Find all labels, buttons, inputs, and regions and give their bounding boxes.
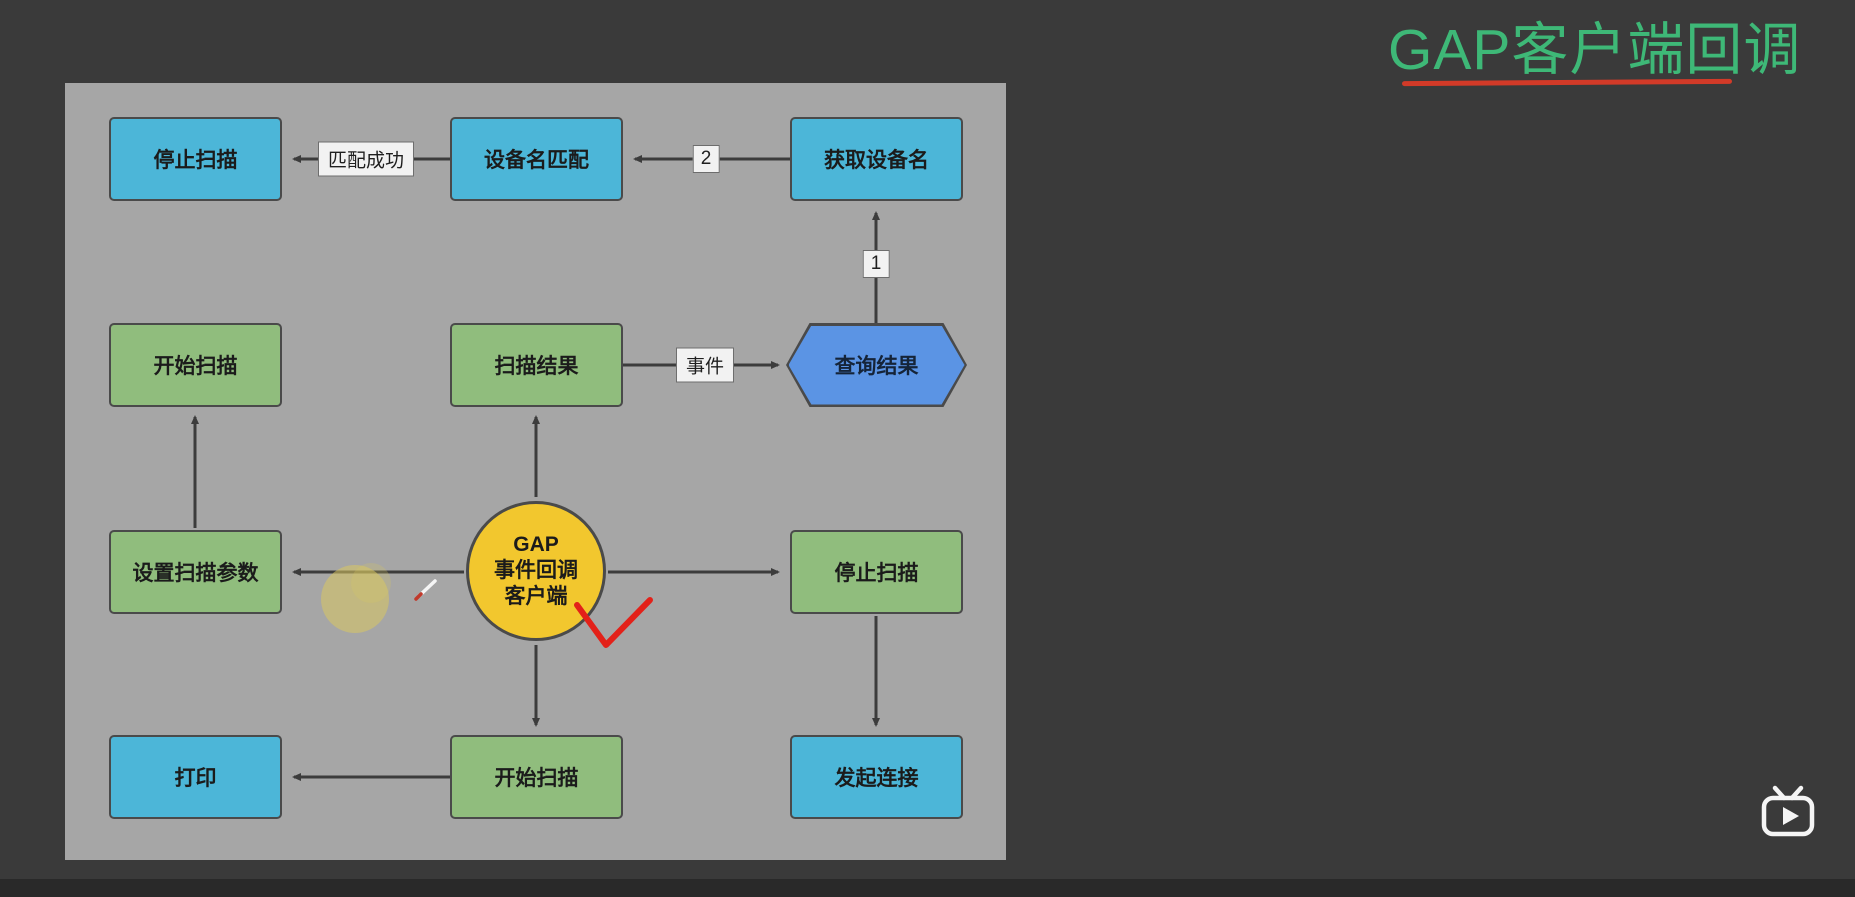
gap-line-3: 客户端: [504, 585, 568, 609]
edge-label-step-2: 2: [692, 145, 720, 173]
node-stop-scan-right: 停止扫描: [790, 530, 963, 614]
node-label: 开始扫描: [494, 767, 579, 790]
hexagon-face: 查询结果: [788, 325, 965, 405]
node-scan-result: 扫描结果: [450, 323, 623, 407]
node-label: 开始扫描: [153, 355, 238, 378]
flowchart-canvas: 停止扫描 设备名匹配 获取设备名 开始扫描 扫描结果 查询结果 设置扫描参数 G…: [65, 83, 1006, 860]
node-label: 发起连接: [834, 767, 919, 790]
node-label: 获取设备名: [824, 149, 929, 172]
pen-cursor-icon: [414, 579, 437, 601]
edge-label-step-1: 1: [862, 250, 890, 278]
bottom-bar: [0, 879, 1855, 897]
highlight-blob-faint: [351, 563, 391, 603]
highlight-blob: [321, 565, 389, 633]
node-stop-scan-top: 停止扫描: [109, 117, 282, 201]
node-label: 查询结果: [834, 355, 919, 378]
tv-play-icon: [1761, 785, 1815, 837]
node-query-result: 查询结果: [786, 323, 967, 407]
node-initiate-connection: 发起连接: [790, 735, 963, 819]
node-label: 停止扫描: [153, 149, 238, 172]
node-start-scan-left: 开始扫描: [109, 323, 282, 407]
node-label: 打印: [174, 767, 217, 790]
node-gap-center: GAP 事件回调 客户端: [466, 501, 606, 641]
edge-label-match-success: 匹配成功: [317, 141, 415, 177]
node-label: 扫描结果: [494, 355, 579, 378]
node-set-scan-params: 设置扫描参数: [109, 530, 282, 614]
node-start-scan-bottom: 开始扫描: [450, 735, 623, 819]
node-print: 打印: [109, 735, 282, 819]
node-get-device-name: 获取设备名: [790, 117, 963, 201]
node-label: 停止扫描: [834, 562, 919, 585]
edge-label-event: 事件: [675, 347, 735, 383]
node-device-name-match: 设备名匹配: [450, 117, 623, 201]
node-label: 设备名匹配: [484, 149, 589, 172]
gap-line-2: 事件回调: [494, 558, 578, 582]
node-label: 设置扫描参数: [132, 562, 259, 585]
gap-line-1: GAP: [513, 532, 559, 556]
page-title: GAP客户端回调: [1388, 18, 1802, 82]
